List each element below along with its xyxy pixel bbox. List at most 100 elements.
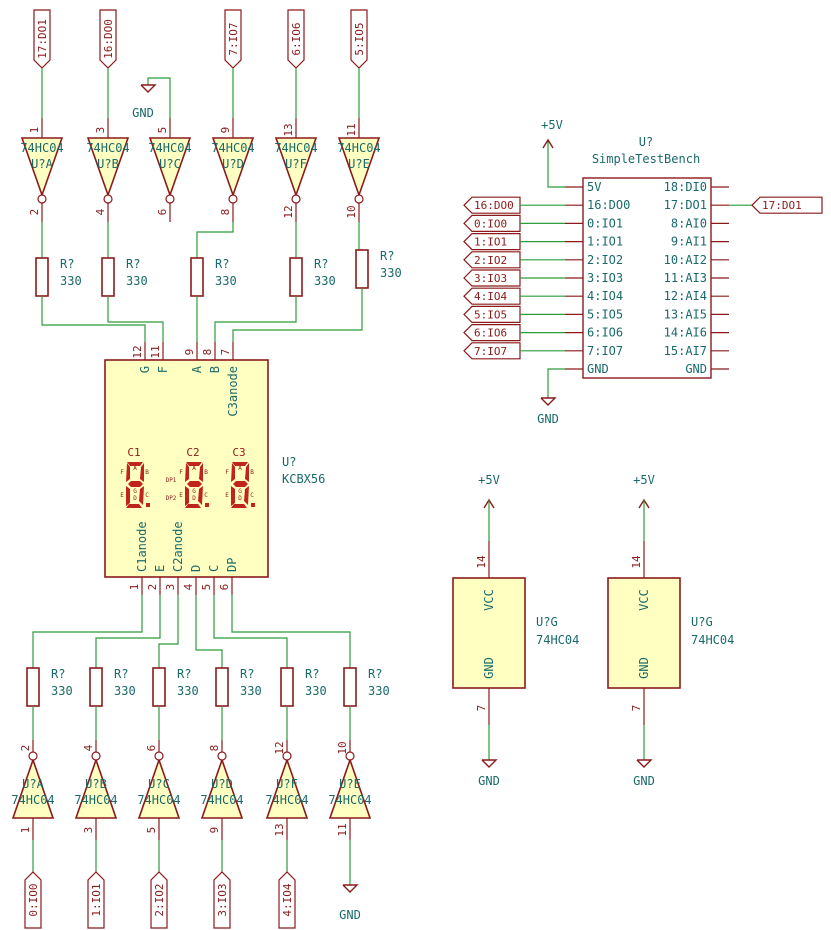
port-shape [278,871,296,929]
pin-number: 5 [200,584,213,591]
resistor: R?330 [26,667,73,707]
port-shape [33,9,51,69]
net-port: 6:IO6 [287,9,305,69]
pin-number: 10 [345,205,358,218]
pin-number: 14 [630,555,643,569]
vcc-arrow-icon [542,138,554,149]
testbench-pin-right: 12:AI4 [664,289,707,303]
pin-number: 10 [336,741,349,754]
port-label: 1:IO1 [474,236,507,249]
power-unit-body [452,577,526,689]
port-label: 2:IO2 [153,883,166,916]
gnd-symbol: GND [633,759,655,788]
resistor: R?330 [289,257,336,297]
segment-dp [205,503,209,507]
display-value: KCBX56 [282,472,325,486]
pin-name: D [189,565,203,572]
wire [32,595,143,668]
segment-f [185,463,189,482]
pin-number: 2 [19,745,32,752]
pin-name: C1anode [135,521,149,572]
wire [213,595,288,668]
resistor-ref: R? [368,667,382,681]
gnd-label: GND [339,908,361,922]
segment-dp [146,503,150,507]
inversion-bubble [91,751,101,761]
port-label: 5:IO5 [353,22,366,55]
net-port: 0:IO0 [24,871,42,929]
resistor-ref: R? [305,667,319,681]
inversion-bubble [345,751,355,761]
test-bench: U?SimpleTestBench5V16:DO00:IO11:IO12:IO2… [463,118,823,426]
testbench-ref: U? [639,135,653,149]
segment-letter: B [204,469,208,476]
pin-name: A [190,365,204,373]
wire [196,222,234,258]
port-label: 2:IO2 [474,254,507,267]
gate-ic-name: 74HC04 [211,141,254,155]
resistor-ref: R? [314,257,328,271]
resistor: R?330 [343,667,390,707]
gnd-symbol [140,84,157,93]
resistor-ref: R? [51,667,65,681]
pin-number: 14 [475,555,488,569]
dp1-label: DP1 [166,477,177,484]
resistor-ref: R? [240,667,254,681]
segment-d [231,504,247,508]
gnd-icon [342,884,359,893]
pin-number: 1 [128,584,141,591]
pin-name: C3anode [226,366,240,417]
segment-letter: E [225,492,229,499]
gnd-label: GND [478,774,500,788]
gate-unit: U?F [285,157,307,171]
resistor: R?330 [35,257,82,297]
pin-number: 4 [94,208,107,215]
pin-number: 3 [94,127,107,134]
pin-name: E [153,565,167,572]
segment-b [199,463,203,482]
segment-e [231,486,235,506]
gate-ic-name: 74HC04 [74,793,117,807]
port-label: 4:IO4 [474,290,507,303]
gate-ic-name: 74HC04 [20,141,63,155]
segment-letter: D [238,495,242,502]
gate-unit: U?A [22,777,44,791]
pin-number: 9 [219,127,232,134]
gnd-icon [140,84,157,93]
gate-unit: U?B [85,777,107,791]
net-port: 2:IO2 [150,871,168,929]
port-shape [87,871,105,929]
testbench-pin-left: 16:DO0 [587,198,630,212]
testbench-pin-right: 11:AI3 [664,271,707,285]
port-label: 7:IO7 [227,22,240,55]
segment-letter: B [145,469,149,476]
segment-letter: F [120,469,124,476]
inversion-bubble [282,751,292,761]
net-port: 17:DO1 [33,9,51,69]
top-inverter-row: 17:DO1174HC04U?A216:DO0374HC04U?B4GND574… [20,9,381,222]
gate-ic-name: 74HC04 [86,141,129,155]
resistor-ref: R? [215,257,229,271]
testbench-pin-left: 5V [587,180,601,194]
gate-ic-name: 74HC04 [265,793,308,807]
pin-name: B [208,366,222,373]
pin-number: 6 [145,745,158,752]
pin-number: 8 [219,209,232,216]
gate-unit: U?E [339,777,361,791]
resistor-value: 330 [177,684,199,698]
net-port: 0:IO0 [463,214,521,232]
gate-ic-name: 74HC04 [328,793,371,807]
net-port: 17:DO1 [751,196,823,214]
pin-number: 8 [201,349,214,356]
